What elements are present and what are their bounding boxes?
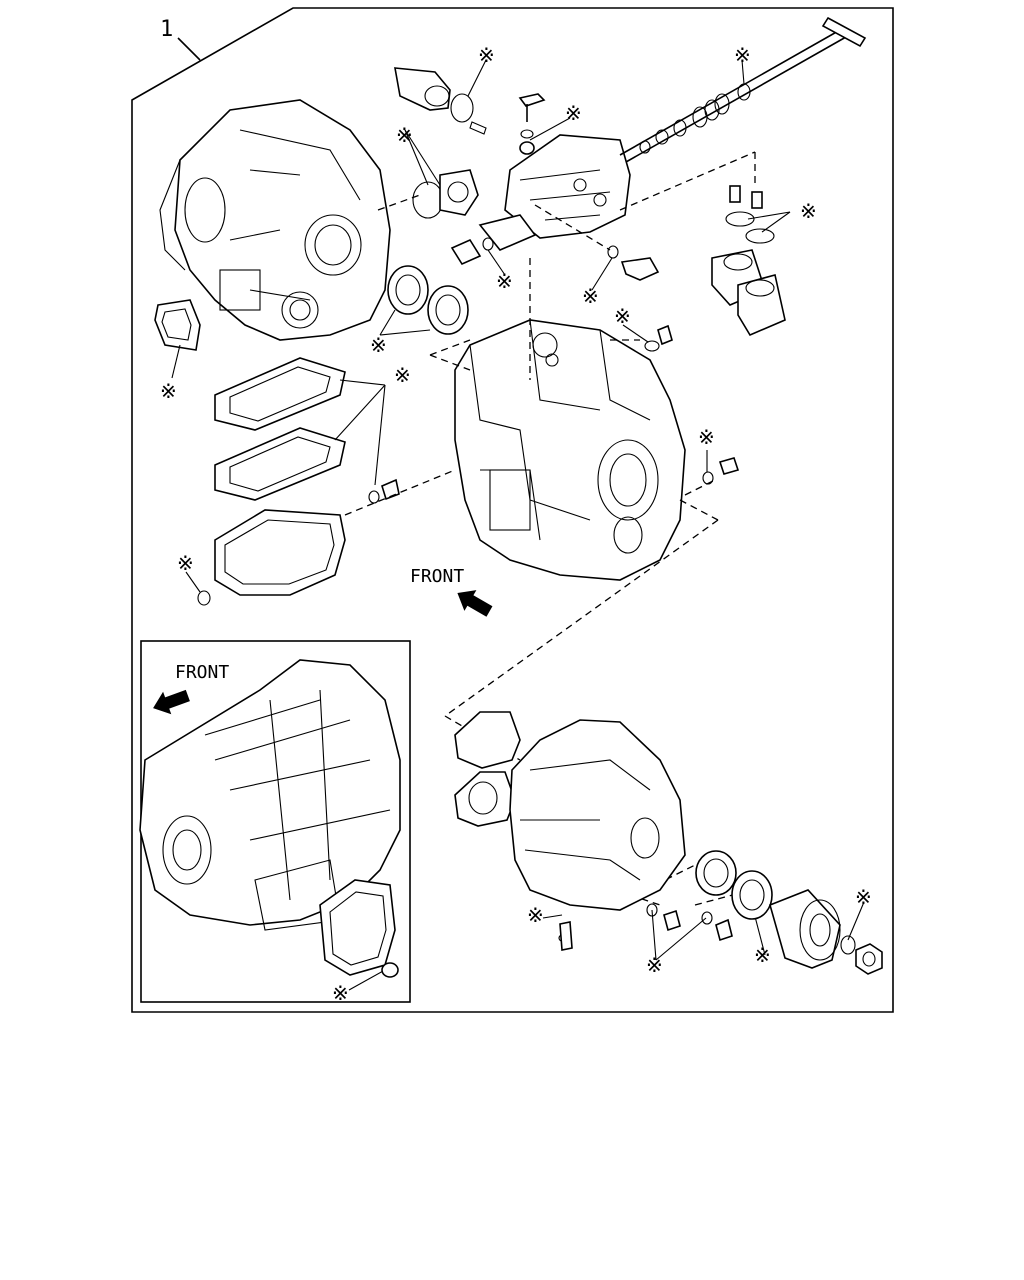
front-label-main: FRONT <box>410 566 464 587</box>
asterisk-kit-icon: ※ <box>478 43 495 67</box>
extension-housing <box>509 719 686 911</box>
front-arrow-icon-inset <box>153 689 190 715</box>
asterisk-kit-icon: ※ <box>332 981 349 1005</box>
asterisk-kit-icon: ※ <box>370 333 387 357</box>
asterisk-kit-icon: ※ <box>160 379 177 403</box>
top-sensor <box>394 67 451 111</box>
small-cover-gasket <box>154 299 201 351</box>
item-leader-line <box>177 37 201 61</box>
side-switch <box>450 237 494 266</box>
asterisk-kit-icon: ※ <box>565 101 582 125</box>
drain-plug-right <box>702 457 740 485</box>
kit-markers: ※ ※ ※ ※ ※ ※ ※ ※ ※ ※ ※ ※ ※ ※ ※ ※ ※ ※ <box>160 43 872 1005</box>
asterisk-kit-icon: ※ <box>582 284 599 308</box>
o-ring <box>450 93 474 123</box>
flange-nut <box>855 943 883 975</box>
clutch-housing <box>159 99 391 341</box>
asterisk-kit-icon: ※ <box>614 304 631 328</box>
extension-bolts <box>558 903 733 951</box>
asterisk-kit-icon: ※ <box>177 551 194 575</box>
o-ring-large <box>412 181 444 219</box>
gasket-upper <box>214 357 346 431</box>
item-number: 1 <box>160 17 173 42</box>
breather-bolt <box>518 93 546 155</box>
o-ring-small <box>197 590 211 606</box>
front-arrow-icon <box>457 590 493 617</box>
asterisk-kit-icon: ※ <box>496 269 513 293</box>
pin <box>469 121 487 135</box>
kit-frame <box>131 7 894 1013</box>
asterisk-kit-icon: ※ <box>800 199 817 223</box>
assembly-lines <box>344 151 771 906</box>
asterisk-kit-icon: ※ <box>698 425 715 449</box>
drain-plug-top <box>644 324 673 352</box>
extension-oil-seals <box>695 850 773 920</box>
inset-rear-cover <box>319 879 399 978</box>
main-transmission-case <box>454 319 686 581</box>
output-flange <box>769 889 841 969</box>
gasket-lower <box>214 427 346 501</box>
pto-cover <box>214 509 346 596</box>
asterisk-kit-icon: ※ <box>396 123 413 147</box>
asterisk-kit-icon: ※ <box>754 943 771 967</box>
asterisk-kit-icon: ※ <box>734 43 751 67</box>
asterisk-kit-icon: ※ <box>394 363 411 387</box>
solenoid-valves <box>711 185 786 337</box>
inset-case <box>139 659 401 931</box>
shift-cover <box>478 134 631 251</box>
asterisk-kit-icon: ※ <box>527 903 544 927</box>
oil-seals <box>387 265 469 335</box>
flange-o-ring <box>840 935 856 955</box>
asterisk-kit-icon: ※ <box>646 953 663 977</box>
front-label-inset: FRONT <box>175 662 229 683</box>
asterisk-kit-icon: ※ <box>855 885 872 909</box>
shift-rod <box>619 16 867 163</box>
round-gasket <box>439 169 479 216</box>
neutral-switch <box>607 245 660 281</box>
